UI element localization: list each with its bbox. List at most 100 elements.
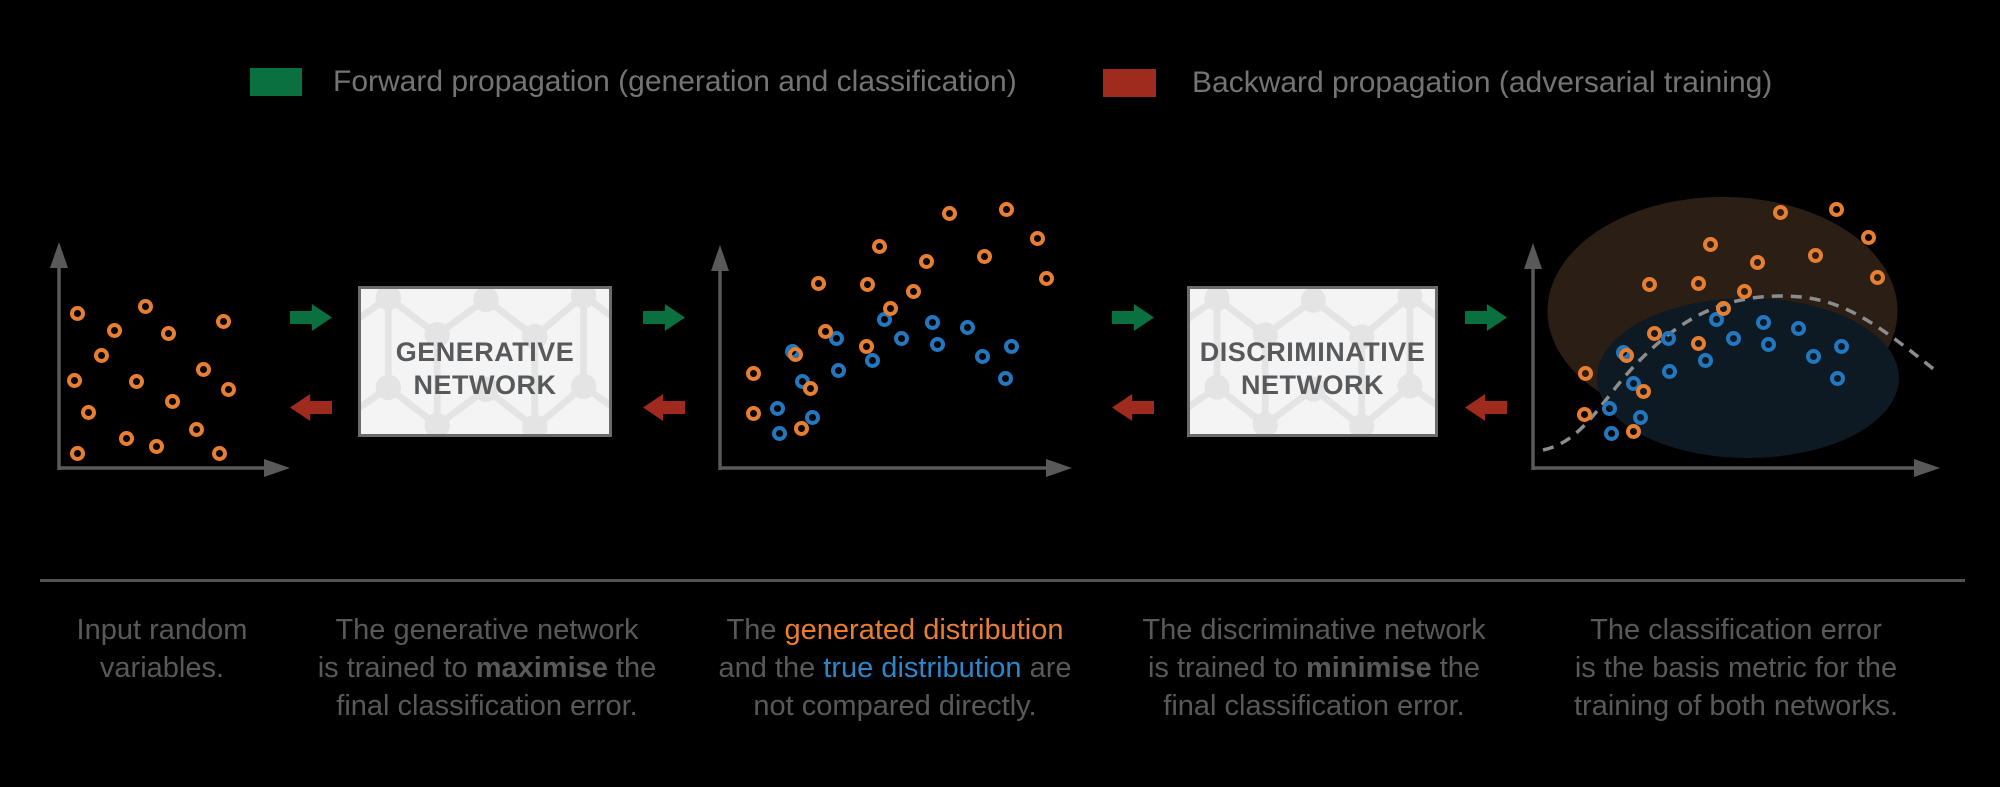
classified-orange-point [1772,204,1788,220]
forward-propagation-swatch-icon [250,68,302,96]
classified-orange-point [1715,300,1731,316]
caption-line: is trained to maximise the [318,649,657,687]
distributions-orange-point [802,380,818,396]
input-orange-point [118,430,134,446]
classified-orange-point [1690,275,1706,291]
distributions-orange-point [858,338,874,354]
classified-orange-point [1576,406,1592,422]
discriminative-network-box: DISCRIMINATIVE NETWORK [1187,286,1438,437]
caption-segment: The classification error [1590,614,1882,646]
caption-segment: The generative network [335,614,639,646]
classified-blue-point [1760,336,1776,352]
caption-segment-bold: minimise [1305,652,1432,684]
input-orange-point [93,347,109,363]
distributions-orange-point [998,201,1014,217]
caption-line: The classification error [1574,611,1898,649]
caption-segment: the [607,652,657,684]
caption-segment: is the basis metric for the [1574,652,1898,684]
classified-blue-point [1632,409,1648,425]
distributions-blue-point [997,370,1013,386]
caption-segment: not compared directly. [753,690,1037,722]
input-orange-point [160,325,176,341]
caption-segment: The [726,614,785,646]
caption-segment: and the [718,652,824,684]
classified-blue-point [1805,348,1821,364]
caption-line: is the basis metric for the [1574,649,1898,687]
classified-orange-point [1577,365,1593,381]
separator-line [40,579,1965,582]
distributions-blue-point [828,330,844,346]
distributions-orange-point [882,300,898,316]
input-orange-point [66,372,82,388]
classified-orange-point [1625,423,1641,439]
distribution-plot-axes [718,267,1050,470]
caption-segment: training of both networks. [1573,690,1899,722]
distributions-orange-point [905,283,921,299]
generative-network-label-line2: NETWORK [413,369,557,400]
caption-line: is trained to minimise the [1142,649,1485,687]
distributions-blue-point [1003,338,1019,354]
distributions-orange-point [1029,230,1045,246]
caption-segment: variables. [99,652,225,684]
input-orange-point [220,381,236,397]
backward-propagation-swatch-icon [1103,69,1156,97]
classified-blue-point [1660,330,1676,346]
caption-segment: is trained to [1147,652,1306,684]
distributions-orange-point [859,276,875,292]
distributions-blue-point [769,400,785,416]
distributions-blue-point [804,409,820,425]
neural-network-pattern-icon [1190,289,1435,434]
caption-segment-blue: true distribution [823,652,1022,684]
classified-orange-point [1807,247,1823,263]
caption-segment-bold: maximise [475,652,608,684]
classification-plot-axes [1531,265,1918,470]
classified-orange-point [1860,229,1876,245]
classified-orange-point [1646,325,1662,341]
classified-orange-point [1828,201,1844,217]
discriminative-network-label-line2: NETWORK [1241,369,1384,400]
distributions-blue-point [974,348,990,364]
neural-network-pattern-icon [361,289,609,434]
distributions-orange-point [745,405,761,421]
legend-forward-item: Forward propagation (generation and clas… [250,67,1017,97]
discriminative-network-label-line1: DISCRIMINATIVE [1199,336,1426,367]
input-orange-point [195,361,211,377]
distributions-blue-point [924,314,940,330]
input-orange-point [128,373,144,389]
distributions-orange-point [817,323,833,339]
classified-blue-point [1708,311,1724,327]
classified-blue-point [1625,375,1641,391]
classified-orange-point [1702,236,1718,252]
caption-line: training of both networks. [1574,687,1898,725]
caption-line: Input random [77,611,248,649]
distributions-blue-point [893,330,909,346]
caption-line: The generated distribution [718,611,1071,649]
input-orange-point [80,404,96,420]
input-orange-point [69,445,85,461]
input-orange-point [148,438,164,454]
classified-orange-point [1869,269,1885,285]
classified-orange-point [1690,335,1706,351]
classified-orange-point [1749,254,1765,270]
caption-line: final classification error. [1142,687,1485,725]
distributions-blue-point [929,336,945,352]
input-plot-axis-arrowheads [50,242,290,477]
classified-blue-point [1725,330,1741,346]
caption-line: not compared directly. [718,687,1071,725]
classified-blue-point [1661,363,1677,379]
caption-line: The discriminative network [1142,611,1485,649]
input-orange-point [211,445,227,461]
input-orange-point [106,322,122,338]
generative-network-label: GENERATIVE NETWORK [361,289,609,434]
input-orange-point [69,305,85,321]
classified-blue-point [1790,320,1806,336]
distributions-blue-point [864,352,880,368]
distributions-orange-point [810,275,826,291]
input-orange-point [164,393,180,409]
distributions-blue-point [830,362,846,378]
caption-segment: the [1431,652,1481,684]
caption-segment: The discriminative network [1142,614,1486,646]
classified-blue-point [1601,400,1617,416]
